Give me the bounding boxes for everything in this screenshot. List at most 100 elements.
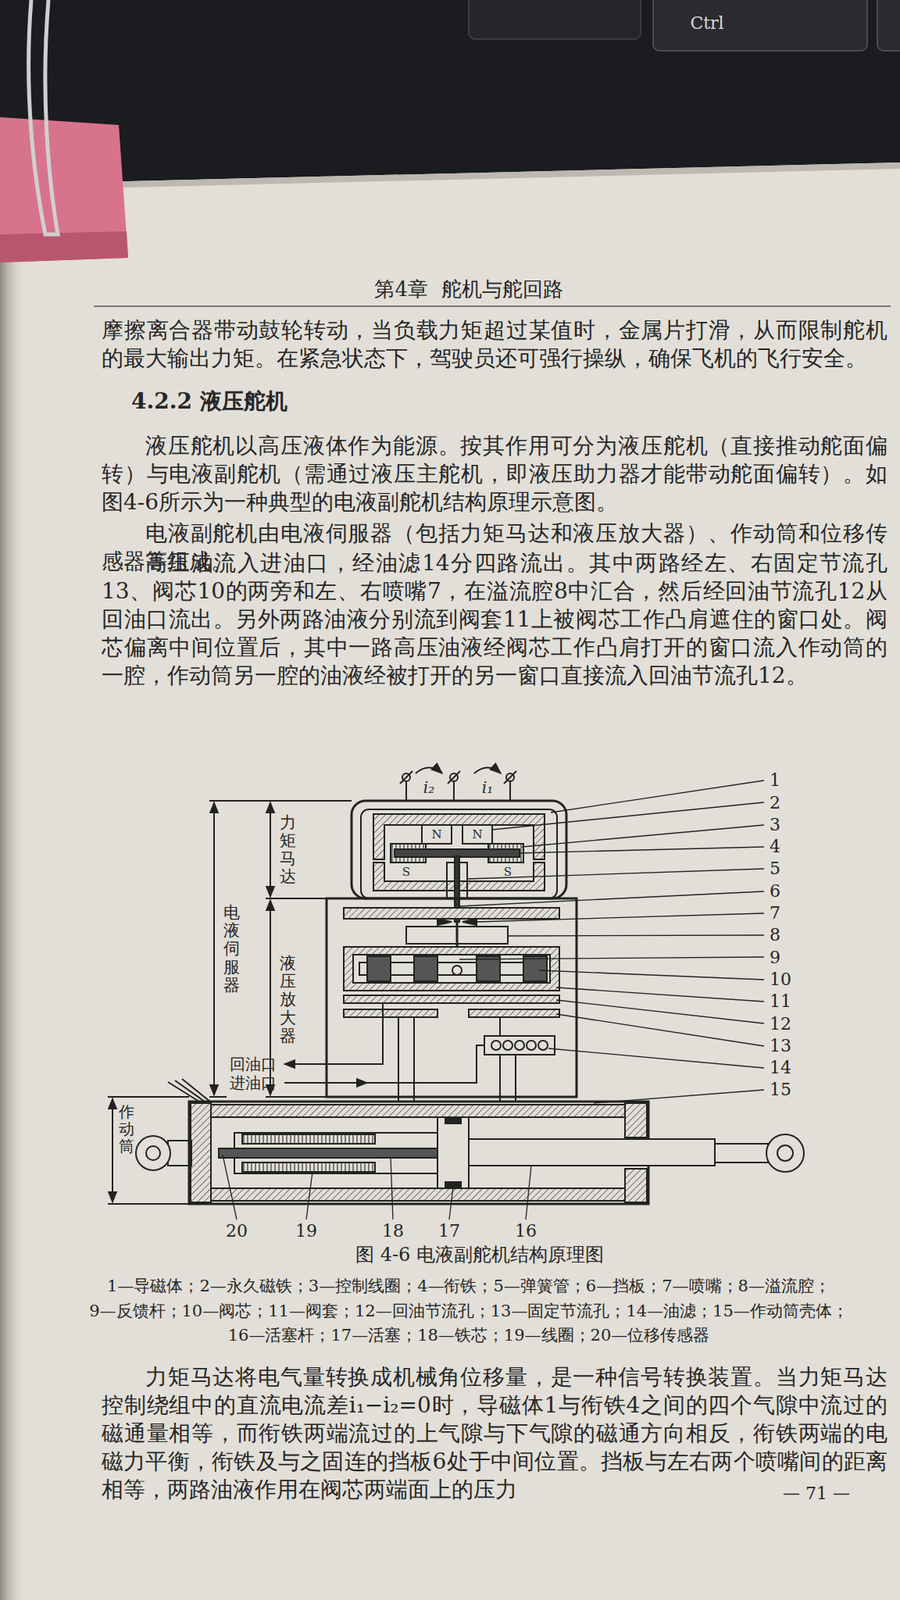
callout-number: 3 [769,814,781,836]
binder-clip [0,117,129,263]
hydraulic-amplifier [414,956,438,982]
callout-number: 12 [769,1013,792,1036]
binder-clip [28,0,58,235]
pole-label: N [431,827,442,843]
leader-line [507,935,765,936]
book-page [0,162,900,1600]
leader-line [556,1014,765,1047]
dimension-line [209,1096,227,1098]
hydraulic-amplifier [367,1003,485,1083]
body-text: 液压舵机以高压液体作为能源。按其作用可分为液压舵机（直接推动舵面偏转）与电液副舵… [101,432,888,517]
torque-motor [406,781,511,801]
callout-number: 13 [769,1035,792,1058]
desk-keyboard [0,0,900,188]
legend-text: 1—导磁体；2—永久磁铁；3—控制线圈；4—衔铁；5—弹簧管；6—挡板；7—喷嘴… [107,1275,831,1297]
leader-line [548,1048,765,1068]
torque-motor [421,825,452,844]
torque-motor [415,767,443,775]
dimension-line [209,800,352,802]
actuator [625,1168,647,1203]
actuator [625,1103,647,1138]
port-label: 进油口 [229,1073,277,1093]
callout-number: 14 [769,1057,792,1079]
leader-line [550,780,765,813]
book-page [0,184,27,1600]
callout-number: 2 [769,792,781,815]
callout-number: 5 [769,857,781,880]
actuator [437,1117,469,1189]
body-text: 高压油流入进油口，经油滤14分四路流出。其中两路经左、右固定节流孔13、阀芯10… [101,549,888,690]
callout-number: 18 [382,1220,404,1243]
hydraulic-amplifier [484,1035,555,1055]
leader-line [390,1157,393,1220]
hydraulic-amplifier [284,1063,368,1065]
hydraulic-amplifier [326,898,577,1097]
actuator [210,1104,625,1118]
dimension-line [111,1098,114,1203]
actuator [210,1188,625,1201]
callout-number: 20 [225,1220,248,1243]
hydraulic-amplifier [526,1040,536,1050]
callout-number: 7 [769,902,781,925]
actuator [190,1103,211,1203]
dimension-line [269,802,272,897]
leader-line [476,913,765,922]
dimension-line [213,802,215,1096]
leader-line [556,1000,765,1024]
actuator [135,1078,804,1204]
callout-number: 15 [769,1078,792,1101]
legend-text: 9—反馈杆；10—阀芯；11—阀套；12—回油节流孔；13—固定节流孔；14—油… [89,1300,849,1322]
leader-line [222,780,765,1220]
section-heading: 4.2.2 液压舵机 [131,387,288,416]
callout-number: 10 [769,968,792,991]
leader-line [519,846,765,854]
hydraulic-amplifier [343,1009,438,1018]
hydraulic-amplifier [367,956,391,982]
dimension-line [107,1203,190,1205]
body-text: 力矩马达将电气量转换成机械角位移量，是一种信号转换装置。当力矩马达控制绕组中的直… [101,1363,888,1504]
leader-line [222,1154,237,1220]
hydraulic-amplifier [514,1040,525,1050]
actuator [714,1143,768,1163]
actuator [218,1148,438,1158]
hydraulic-amplifier [503,1040,513,1050]
hydraulic-amplifier [343,907,560,919]
torque-motor [474,767,501,775]
legend-text: 16—活塞杆；17—活塞；18—铁芯；19—线圈；20—位移传感器 [228,1325,711,1346]
dimension-label: 液压放大器 [279,954,297,1045]
actuator [766,1134,804,1172]
hydraulic-amplifier [476,956,500,982]
hydraulic-amplifier [343,995,560,1004]
body-text: 摩擦离合器带动鼓轮转动，当负载力矩超过某值时，金属片打滑，从而限制舵机的最大输出… [101,316,888,373]
desk-keyboard [877,0,900,51]
book-page [0,162,900,1600]
hydraulic-amplifier [398,1017,516,1102]
page-number: — 71 — [782,1482,850,1505]
running-header: 第4章 舵机与舵回路 [374,276,563,303]
pole-label: S [503,864,512,880]
figure-caption: 图 4-6 电液副舵机结构原理图 [355,1242,604,1267]
dimension-line [107,1096,190,1098]
hydraulic-amplifier [452,965,462,975]
current-label: i₁ [482,778,493,798]
actuator [242,1162,375,1172]
desk-keyboard [653,0,868,51]
torque-motor [373,814,545,860]
actuator [146,1146,161,1161]
actuator [167,1140,192,1166]
torque-motor [462,825,493,844]
callout-number: 9 [769,946,781,969]
pole-label: N [471,827,483,843]
leader-line [539,970,765,980]
actuator [468,1139,715,1166]
callout-number: 11 [769,990,792,1013]
actuator [167,1078,211,1102]
dimension-line [265,1096,327,1098]
hydraulic-amplifier [284,898,577,1102]
dimension-label: 力矩马达 [279,814,297,886]
hydraulic-amplifier [491,1040,501,1050]
binder-clip [0,0,129,263]
actuator [135,1135,171,1171]
hydraulic-amplifier [343,946,560,991]
leader-line [556,987,765,1002]
